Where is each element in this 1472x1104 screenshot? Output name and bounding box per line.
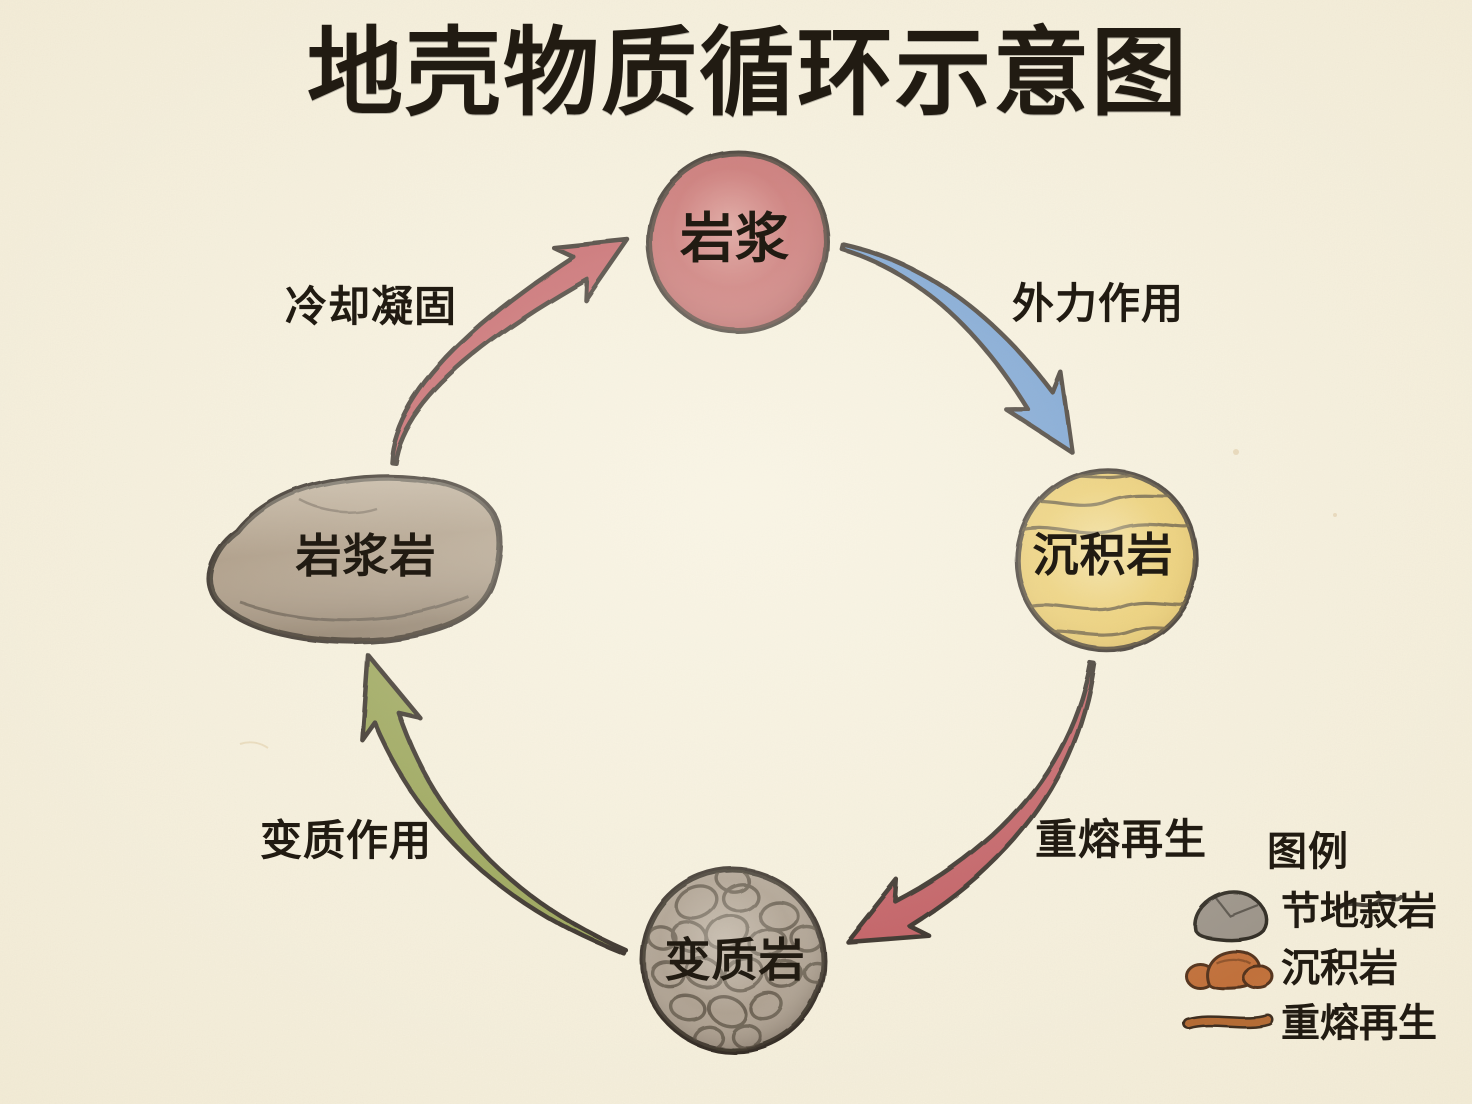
legend-item-label-1: 节地寂岩: [1281, 890, 1438, 934]
metamorphic-node-label: 变质岩: [664, 935, 806, 986]
weathering-process-label: 外力作用: [1011, 282, 1185, 328]
magma-node-label: 岩浆: [680, 209, 790, 269]
cooling-process-label: 冷却凝固: [284, 285, 458, 331]
legend-title: 图例: [1267, 829, 1349, 874]
legend-item-label-3: 重熔再生: [1281, 1002, 1438, 1046]
metamorphism-process-label: 变质作用: [259, 819, 433, 865]
remelting-process-label: 重熔再生: [1034, 818, 1208, 864]
page-title: 地壳物质循环示意图: [307, 20, 1189, 127]
sedimentary-node-label: 沉积岩: [1032, 530, 1174, 581]
legend-item-label-2: 沉积岩: [1281, 947, 1399, 991]
igneous-node-label: 岩浆岩: [295, 531, 437, 582]
